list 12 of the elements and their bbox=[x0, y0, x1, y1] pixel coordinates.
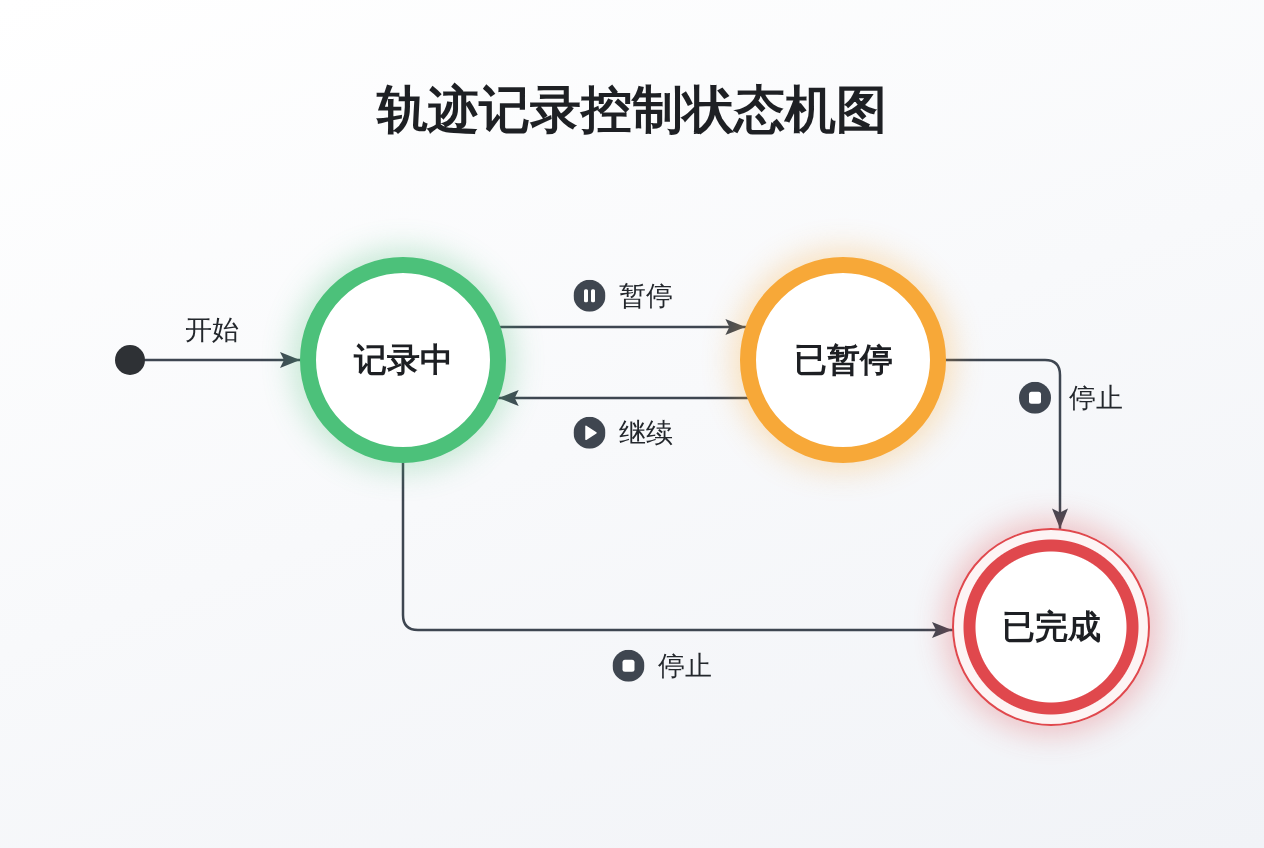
edge-label: 停止 bbox=[657, 649, 712, 683]
edge-label: 开始 bbox=[185, 313, 239, 347]
edge-label: 停止 bbox=[1069, 381, 1123, 415]
arrow bbox=[499, 319, 747, 335]
edge-label: 暂停 bbox=[618, 279, 673, 313]
arrow bbox=[143, 352, 302, 368]
edge-label: 继续 bbox=[618, 416, 673, 450]
state-label: 已完成 bbox=[1001, 607, 1101, 647]
diagram-title: 轨迹记录控制状态机图 bbox=[377, 80, 887, 140]
arrow bbox=[401, 461, 954, 638]
state-label: 记录中 bbox=[353, 340, 453, 380]
state-label: 已暂停 bbox=[793, 340, 893, 380]
